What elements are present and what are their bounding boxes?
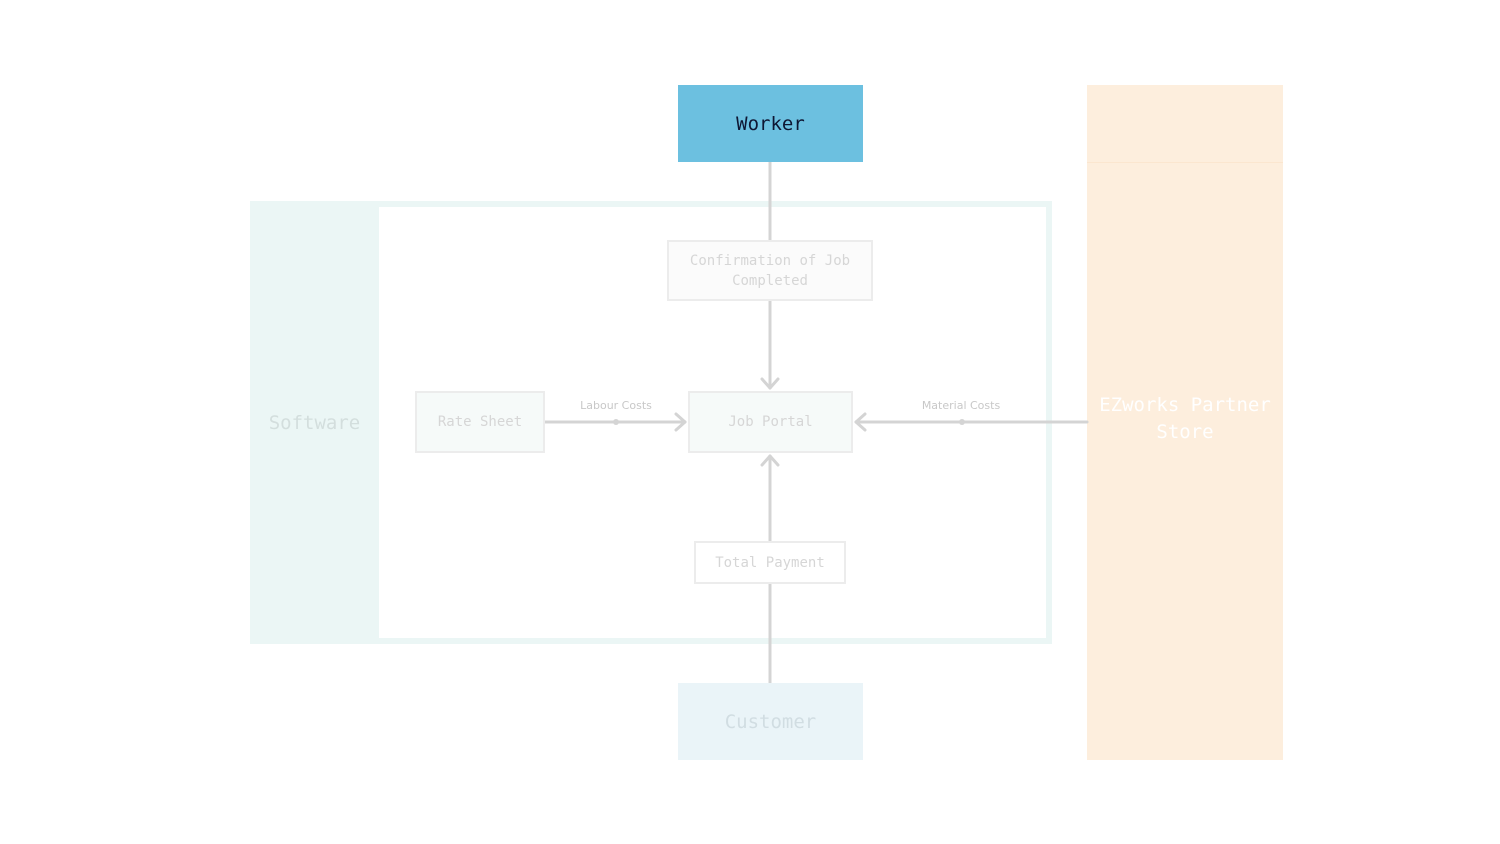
partner-store-label: EZworks Partner Store [1099, 394, 1271, 443]
labour-costs-label: Labour Costs [580, 399, 652, 412]
software-label: Software [268, 411, 361, 434]
material-costs-midpoint [959, 419, 965, 425]
material-costs-label: Material Costs [921, 399, 1001, 412]
labour-costs-midpoint [613, 419, 619, 425]
confirmation-to-portal-arrowhead [760, 377, 780, 390]
rate-sheet-node: Rate Sheet [415, 391, 545, 453]
job-portal-node: Job Portal [688, 391, 853, 453]
store-to-portal-arrowhead [854, 412, 867, 432]
partner-store-node [1087, 85, 1283, 760]
payment-to-portal-arrowhead [760, 454, 780, 467]
total-payment-node: Total Payment [694, 541, 846, 584]
confirmation-node: Confirmation of Job Completed [667, 240, 873, 301]
customer-node: Customer [678, 683, 863, 760]
partner-store-divider [1087, 162, 1283, 163]
worker-node: Worker [678, 85, 863, 162]
rate-sheet-to-portal-arrowhead [674, 412, 687, 432]
